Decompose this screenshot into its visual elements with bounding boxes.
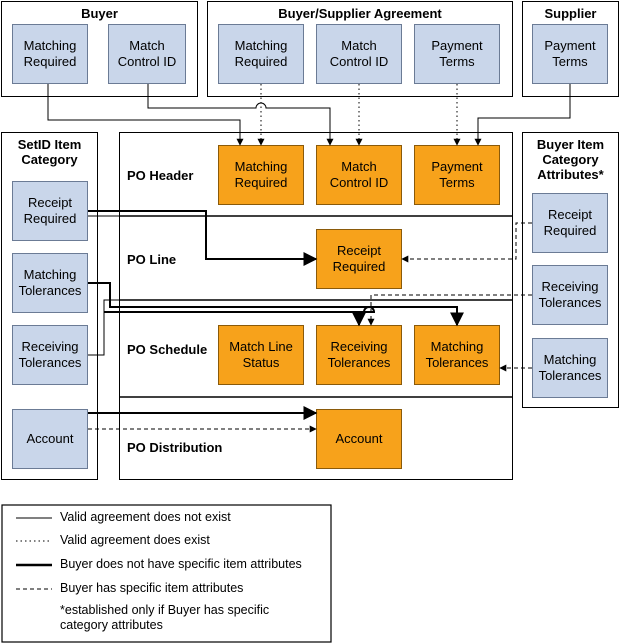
- setid-receiving-tolerances: Receiving Tolerances: [12, 325, 88, 385]
- connector-solid: [47, 84, 244, 146]
- attr-receiving-tolerances: Receiving Tolerances: [532, 265, 608, 325]
- attr-matching-tolerances: Matching Tolerances: [532, 338, 608, 398]
- buyer-attributes-panel-title: Buyer Item Category Attributes*: [536, 137, 605, 182]
- po-header-matching-required: Matching Required: [218, 145, 304, 205]
- setid-receipt-required: Receipt Required: [12, 181, 88, 241]
- connector-solid: [147, 84, 334, 146]
- buyer-matching-required: Matching Required: [12, 24, 88, 84]
- legend-panel: [1, 504, 332, 643]
- connector-thick: [88, 282, 464, 327]
- supplier-panel-title: Supplier: [544, 6, 597, 21]
- buyer-match-control-id: Match Control ID: [108, 24, 186, 84]
- connector-dashed: [367, 294, 532, 326]
- po-schedule-receiving-tolerances: Receiving Tolerances: [316, 325, 402, 385]
- po-schedule-match-line-status: Match Line Status: [218, 325, 304, 385]
- connector-solid: [474, 84, 571, 146]
- supplier-payment-terms: Payment Terms: [532, 24, 608, 84]
- buyer-panel-title: Buyer: [81, 6, 118, 21]
- connector-thick: [104, 306, 376, 327]
- po-line-receipt-required: Receipt Required: [316, 229, 402, 289]
- row-label-po-schedule: PO Schedule: [127, 342, 208, 357]
- setid-panel-title: SetID Item Category: [17, 137, 82, 167]
- po-schedule-matching-tolerances: Matching Tolerances: [414, 325, 500, 385]
- legend-note: *established only if Buyer has specific …: [60, 603, 270, 632]
- connector-dashed: [401, 222, 532, 263]
- row-label-po-header: PO Header: [127, 168, 194, 183]
- legend-dashed-label: Buyer has specific item attributes: [60, 581, 244, 595]
- row-label-po-distribution: PO Distribution: [127, 440, 223, 455]
- po-distribution-account: Account: [316, 409, 402, 469]
- agreement-match-control-id: Match Control ID: [316, 24, 402, 84]
- agreement-matching-required: Matching Required: [218, 24, 304, 84]
- legend-thick-label: Buyer does not have specific item attrib…: [60, 557, 302, 571]
- agreement-payment-terms: Payment Terms: [414, 24, 500, 84]
- row-label-po-line: PO Line: [127, 252, 177, 267]
- agreement-panel-title: Buyer/Supplier Agreement: [278, 6, 442, 21]
- setid-account: Account: [12, 409, 88, 469]
- attr-receipt-required: Receipt Required: [532, 193, 608, 253]
- legend-solid-label: Valid agreement does not exist: [60, 510, 231, 524]
- connector-thick: [88, 210, 318, 266]
- legend-dotted-label: Valid agreement does exist: [60, 533, 210, 547]
- connector-thick: [88, 299, 513, 356]
- setid-matching-tolerances: Matching Tolerances: [12, 253, 88, 313]
